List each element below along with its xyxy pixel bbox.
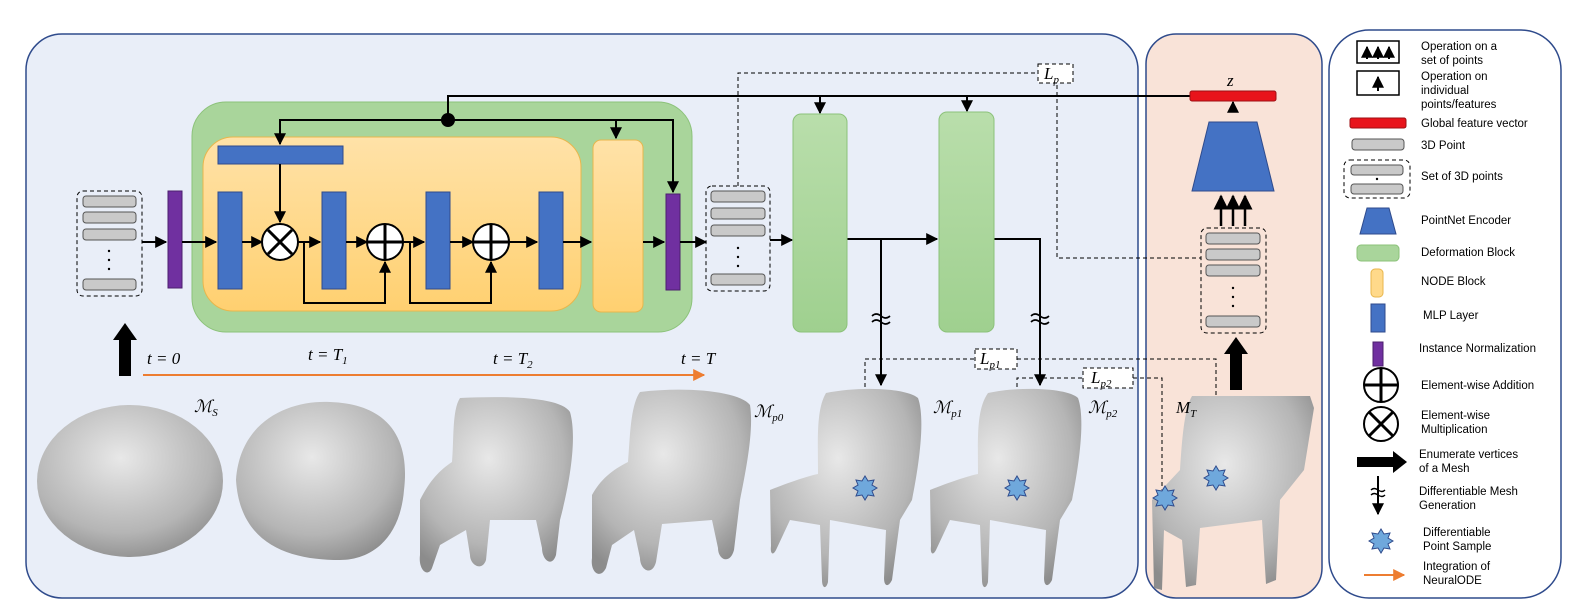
mesh-label-source: ℳS xyxy=(194,397,218,419)
legend-icon-inorm xyxy=(1372,341,1384,367)
svg-text:Lp2: Lp2 xyxy=(1090,368,1112,390)
legend-label-set3d: Set of 3D points xyxy=(1421,171,1503,183)
loss-lp1: Lp1 xyxy=(974,348,1018,371)
deformation-block-3 xyxy=(938,111,995,333)
latent-label: z xyxy=(1226,71,1234,90)
legend-label-set-op: Operation on a xyxy=(1421,41,1498,53)
legend-icon-mlp xyxy=(1370,303,1386,333)
mesh-blob xyxy=(236,401,406,560)
legend-label-mlp: MLP Layer xyxy=(1423,310,1479,322)
time-label-0: t = 0 xyxy=(147,349,181,368)
point-set-target xyxy=(1200,227,1267,334)
legend-label-node: NODE Block xyxy=(1421,276,1486,288)
mlp-layer-4 xyxy=(538,191,564,290)
legend-label-ind-op: individual xyxy=(1421,85,1469,97)
mlp-layer-1 xyxy=(217,191,243,290)
legend-label-mult: Element-wise xyxy=(1421,410,1490,422)
add-op-1 xyxy=(366,223,404,261)
legend-label-deform: Deformation Block xyxy=(1421,247,1515,259)
legend-label-inorm: Instance Normalization xyxy=(1419,343,1536,355)
point-sample-target-2 xyxy=(1152,485,1178,511)
legend-icon-pointnet xyxy=(1359,207,1397,235)
mesh-chair-p1 xyxy=(770,388,922,588)
mesh-chair-p0 xyxy=(591,389,752,574)
legend-label-add: Element-wise Addition xyxy=(1421,380,1534,392)
svg-text:Lp: Lp xyxy=(1043,64,1059,86)
mesh-gen-mark-1 xyxy=(871,313,891,325)
pointnet-encoder xyxy=(1191,121,1275,192)
global-feature-vector xyxy=(1189,90,1277,102)
legend-icon-ind-op xyxy=(1356,70,1400,96)
legend-label-ode: NeuralODE xyxy=(1423,575,1482,587)
mesh-chair-target xyxy=(1152,396,1314,590)
point-sample-target-1 xyxy=(1203,465,1229,491)
legend-label-global: Global feature vector xyxy=(1421,118,1528,130)
legend-label-diffmesh: Generation xyxy=(1419,500,1476,512)
point-set-mid xyxy=(705,185,771,292)
legend-label-set-op: set of points xyxy=(1421,55,1483,67)
legend-icon-diffmesh xyxy=(1370,476,1386,516)
point-sample-p1 xyxy=(852,475,878,501)
legend-icon-global xyxy=(1349,117,1407,129)
legend-icon-deform xyxy=(1356,244,1400,262)
legend-icon-add xyxy=(1363,367,1399,403)
legend-label-mult: Multiplication xyxy=(1421,424,1487,436)
legend-icon-point3d xyxy=(1351,138,1405,151)
svg-text:Lp1: Lp1 xyxy=(979,349,1000,371)
time-label-t1: t = T1 xyxy=(308,345,348,367)
point-set-input xyxy=(76,190,143,297)
mlp-layer-2 xyxy=(321,191,347,290)
legend-label-ind-op: Operation on xyxy=(1421,71,1488,83)
deformation-block-2 xyxy=(792,113,848,333)
legend-label-pointnet: PointNet Encoder xyxy=(1421,215,1511,227)
legend-label-enum: of a Mesh xyxy=(1419,463,1470,475)
enumerate-arrow-source xyxy=(113,323,137,376)
legend-label-enum: Enumerate vertices xyxy=(1419,449,1518,461)
legend-icon-node xyxy=(1370,268,1384,298)
instance-norm-out xyxy=(665,193,681,291)
enumerate-arrow-target xyxy=(1224,337,1248,390)
mlp-top-bar xyxy=(217,145,344,165)
point-sample-p2 xyxy=(1004,475,1030,501)
legend-icon-diffsample xyxy=(1368,528,1394,554)
node-block-small xyxy=(592,139,644,313)
loss-lp2: Lp2 xyxy=(1082,367,1134,390)
legend-icon-enum xyxy=(1357,451,1407,473)
legend-label-ode: Integration of xyxy=(1423,561,1491,573)
legend-icon-mult xyxy=(1363,406,1399,442)
instance-norm-in xyxy=(167,190,183,289)
legend-label-diffsample: Point Sample xyxy=(1423,541,1491,553)
legend-label-diffmesh: Differentiable Mesh xyxy=(1419,486,1518,498)
multiply-op xyxy=(261,223,299,261)
mesh-chair-early xyxy=(419,397,573,573)
legend-label-ind-op: points/features xyxy=(1421,99,1497,111)
add-op-2 xyxy=(472,223,510,261)
legend-label-diffsample: Differentiable xyxy=(1423,527,1491,539)
mesh-label-target: MT xyxy=(1175,398,1197,420)
mlp-layer-3 xyxy=(425,191,451,290)
legend-icon-set-op xyxy=(1356,40,1400,64)
time-label-T: t = T xyxy=(681,349,717,368)
mesh-gen-mark-2 xyxy=(1030,313,1050,325)
legend-label-point3d: 3D Point xyxy=(1421,140,1466,152)
legend-icon-set3d xyxy=(1343,159,1411,199)
latent-split-dot xyxy=(441,113,455,127)
time-label-t2: t = T2 xyxy=(493,349,533,371)
mesh-label-p2: ℳp2 xyxy=(1088,398,1118,420)
mesh-source-sphere xyxy=(37,405,223,557)
mesh-label-p1: ℳp1 xyxy=(933,398,962,420)
mesh-label-p0: ℳp0 xyxy=(754,402,784,424)
loss-lp: Lp xyxy=(1037,63,1074,86)
